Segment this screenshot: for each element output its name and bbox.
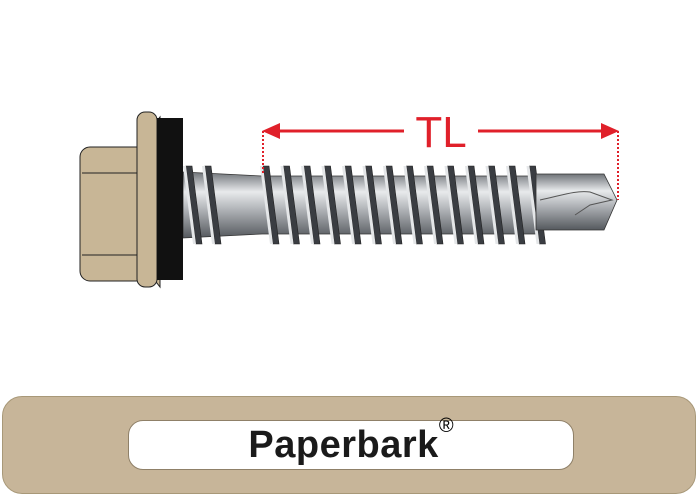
tl-label: TL — [415, 108, 466, 157]
thread-highlight — [202, 166, 215, 244]
thread — [185, 165, 203, 245]
tl-dimension — [262, 123, 619, 200]
thread-highlight — [342, 166, 355, 244]
thread-highlight — [321, 166, 335, 244]
thread-highlight — [383, 166, 396, 244]
screw-shank — [182, 171, 541, 239]
thread-highlight — [424, 166, 437, 244]
color-band: Paperbark® — [2, 396, 696, 494]
thread-highlight — [260, 166, 273, 244]
thread-highlight — [403, 166, 417, 244]
thread-highlight — [444, 166, 458, 244]
arrow-left-icon — [262, 123, 280, 139]
drill-flute — [539, 191, 614, 216]
thread-highlight — [485, 166, 499, 244]
drill-tip — [535, 173, 618, 231]
screw-threads — [183, 165, 546, 245]
registered-mark: ® — [438, 415, 454, 437]
thread — [204, 165, 222, 245]
thread-highlight — [362, 166, 376, 244]
color-name: Paperbark — [248, 424, 439, 466]
thread-highlight — [301, 166, 314, 244]
color-name-label: Paperbark® — [128, 415, 574, 470]
thread-highlight — [465, 166, 478, 244]
screw-illustration: TL — [79, 108, 619, 289]
thread-highlight — [183, 166, 196, 244]
hex-head — [79, 111, 161, 289]
epdm-washer — [157, 118, 183, 280]
thread-highlight — [280, 166, 294, 244]
thread-highlight — [506, 166, 519, 244]
arrow-right-icon — [601, 123, 619, 139]
thread — [508, 165, 526, 245]
